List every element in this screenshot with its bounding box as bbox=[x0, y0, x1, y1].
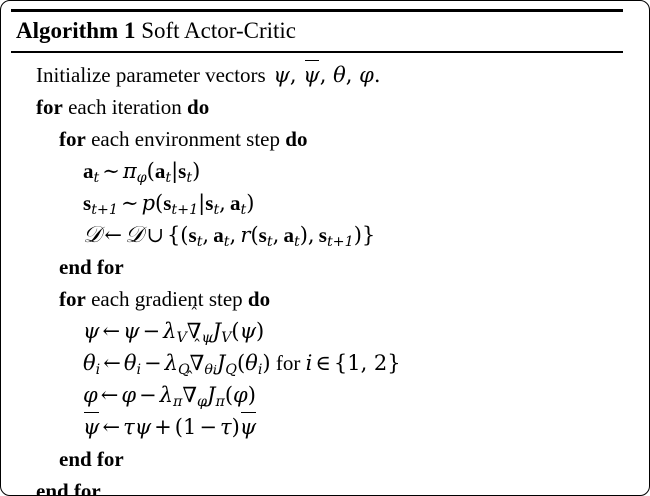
sym-plus: + bbox=[154, 415, 172, 439]
sym-theta: θ bbox=[333, 63, 346, 87]
line-sample-action: at∼πφ(at|st) bbox=[83, 159, 201, 186]
keyword-for: for bbox=[59, 287, 86, 311]
sym-minus: − bbox=[139, 383, 157, 407]
sym-replay-buffer: 𝒟 bbox=[124, 222, 144, 248]
sym-cup: ∪ bbox=[146, 223, 164, 247]
phrase-each-environment-step: each environment step bbox=[91, 127, 281, 151]
sym-index-set: {1, 2} bbox=[333, 351, 401, 375]
algorithm-title: Soft Actor-Critic bbox=[141, 18, 296, 43]
sym-p: p bbox=[141, 191, 156, 215]
line-for-each-iteration: for each iteration do bbox=[11, 91, 623, 123]
sym-psi-bar: ψ bbox=[303, 59, 320, 91]
keyword-end-for: end for bbox=[59, 447, 124, 471]
sym-psi: ψ bbox=[134, 415, 152, 439]
sym-lambda: λ bbox=[164, 351, 178, 375]
line-initialize: Initialize parameter vectors ψ, ψ, θ, φ. bbox=[11, 59, 623, 91]
sym-leftarrow: ← bbox=[102, 415, 121, 439]
sym-nabla-hat: ˆ∇ bbox=[186, 305, 202, 343]
keyword-end-for: end for bbox=[36, 479, 101, 496]
phrase-for-i: for bbox=[275, 351, 301, 375]
sym-replay-buffer: 𝒟 bbox=[83, 222, 102, 248]
sym-leftarrow: ← bbox=[100, 383, 119, 407]
sym-lambda: λ bbox=[159, 383, 173, 407]
sym-minus: − bbox=[144, 351, 162, 375]
sym-one: 1 bbox=[182, 415, 197, 439]
sym-pi: π bbox=[122, 159, 137, 183]
sym-i: i bbox=[305, 351, 313, 375]
line-update-target-psi: ψ←τψ+(1−τ)ψ bbox=[11, 411, 623, 443]
sym-leftarrow: ← bbox=[103, 351, 121, 375]
phrase-each-iteration: each iteration bbox=[68, 95, 182, 119]
sym-nabla-hat: ˆ∇ bbox=[189, 337, 205, 375]
sym-tau: τ bbox=[123, 415, 135, 439]
line-for-each-environment-step: for each environment step do bbox=[11, 123, 623, 155]
keyword-end-for: end for bbox=[59, 255, 124, 279]
sym-J: J bbox=[207, 383, 216, 407]
sym-sim: ∼ bbox=[120, 191, 139, 215]
algorithm-inner: Algorithm 1 Soft Actor-Critic Initialize… bbox=[11, 9, 623, 496]
sym-psi: ψ bbox=[123, 319, 140, 343]
line-end-for-gradient-step: end for bbox=[11, 443, 623, 475]
sym-leftarrow: ← bbox=[102, 319, 121, 343]
sym-sim: ∼ bbox=[102, 159, 120, 183]
sym-J: J bbox=[212, 319, 222, 343]
sym-nabla-hat: ˆ∇ bbox=[182, 369, 198, 407]
sym-minus: − bbox=[142, 319, 161, 343]
keyword-for: for bbox=[59, 127, 86, 151]
caption-rule bbox=[11, 51, 623, 53]
line-for-each-gradient-step: for each gradient step do bbox=[11, 283, 623, 315]
sym-lambda: λ bbox=[163, 319, 177, 343]
keyword-do: do bbox=[247, 287, 271, 311]
sym-minus: − bbox=[199, 415, 217, 439]
sym-psi: ψ bbox=[273, 63, 290, 87]
line-sample-next-state: st+1∼p(st+1|st, at) bbox=[83, 191, 255, 218]
line-end-for-environment-step: end for bbox=[11, 251, 623, 283]
algorithm-body: Initialize parameter vectors ψ, ψ, θ, φ.… bbox=[11, 53, 623, 496]
phrase-each-gradient-step: each gradient step bbox=[91, 287, 243, 311]
sym-in: ∈ bbox=[315, 351, 331, 375]
algorithm-caption: Algorithm 1 Soft Actor-Critic bbox=[11, 12, 623, 51]
line-end-for-iteration: end for bbox=[11, 475, 623, 496]
initialize-text: Initialize parameter vectors bbox=[36, 63, 266, 87]
sym-phi: φ bbox=[83, 383, 98, 407]
line-update-replay-buffer: 𝒟←𝒟∪{(st, at, r(st, at), st+1)} bbox=[83, 222, 376, 250]
sym-psi-bar: ψ bbox=[240, 411, 256, 443]
sym-leftarrow: ← bbox=[104, 223, 122, 247]
keyword-do: do bbox=[187, 95, 210, 119]
algorithm-label: Algorithm 1 bbox=[16, 18, 136, 43]
top-rule bbox=[11, 9, 623, 12]
sym-J: J bbox=[216, 351, 226, 375]
sym-r: r bbox=[240, 223, 251, 247]
sym-psi-bar: ψ bbox=[83, 411, 99, 443]
sym-theta: θ bbox=[83, 351, 96, 375]
keyword-do: do bbox=[285, 127, 308, 151]
keyword-for: for bbox=[36, 95, 63, 119]
sym-psi: ψ bbox=[83, 319, 100, 343]
sym-phi: φ bbox=[359, 63, 374, 87]
